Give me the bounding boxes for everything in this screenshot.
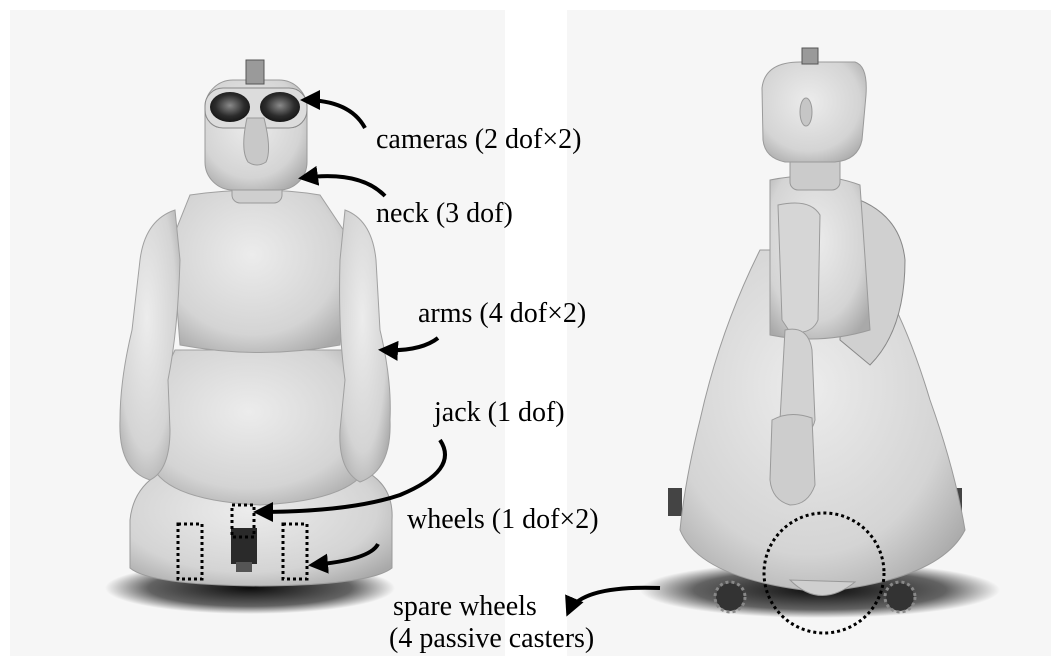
front-camera-left: [210, 92, 250, 122]
caster-rear-left: [716, 583, 744, 611]
label-spare-wheels-line1: spare wheels: [393, 591, 537, 622]
side-top-mount: [802, 48, 818, 64]
side-head: [762, 62, 866, 162]
label-jack: jack (1 dof): [433, 397, 565, 428]
label-spare-wheels-line2: (4 passive casters): [389, 623, 594, 654]
label-arms: arms (4 dof×2): [418, 298, 586, 329]
front-top-mount: [246, 60, 264, 84]
front-camera-right: [260, 92, 300, 122]
front-nose: [244, 118, 269, 165]
front-torso: [172, 190, 350, 353]
front-skirt: [150, 350, 370, 505]
side-ear: [800, 98, 812, 126]
front-jack-foot: [236, 562, 252, 572]
label-cameras: cameras (2 dof×2): [376, 124, 581, 155]
label-neck: neck (3 dof): [376, 198, 513, 229]
side-hand: [770, 414, 815, 505]
caster-rear-right: [886, 583, 914, 611]
label-wheels: wheels (1 dof×2): [407, 504, 599, 535]
side-upper-arm: [778, 203, 820, 333]
side-rear-bumper: [668, 488, 682, 516]
